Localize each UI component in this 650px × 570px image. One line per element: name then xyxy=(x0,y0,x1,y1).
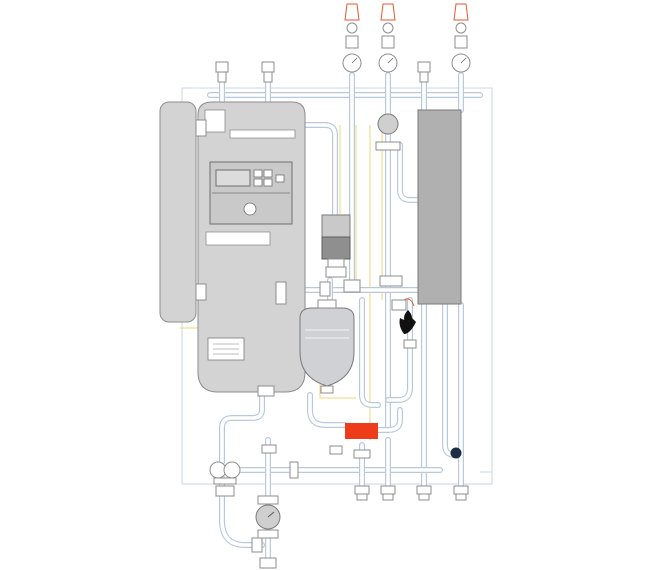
ball-valve-icon xyxy=(261,61,275,83)
pipe-fittings xyxy=(195,119,417,569)
ball-valve-icon xyxy=(215,61,229,83)
controller-button xyxy=(275,174,285,183)
bottom-left-valves xyxy=(209,461,241,497)
connector xyxy=(354,485,370,501)
connector xyxy=(380,485,396,501)
pump-motor xyxy=(321,214,351,278)
pressure-gauges xyxy=(255,53,471,530)
controller-panel xyxy=(209,161,293,225)
expansion-vessel xyxy=(159,101,197,323)
controller-button xyxy=(253,178,263,187)
controller-knob xyxy=(243,202,257,216)
plate-heat-exchanger xyxy=(417,109,462,305)
pressure-gauge-icon xyxy=(342,53,362,73)
safety-valve-icon xyxy=(380,3,396,49)
buffer-vessel xyxy=(299,299,355,394)
ball-valve-icon xyxy=(417,61,431,83)
butterfly-valve-icon xyxy=(399,298,416,334)
controller-button xyxy=(263,178,273,187)
drain-valve-icon xyxy=(450,447,462,459)
tank-notch xyxy=(205,231,271,361)
controller-display xyxy=(215,169,251,187)
pressure-gauge-icon xyxy=(378,53,398,73)
connector xyxy=(416,485,432,501)
pressure-gauge-icon xyxy=(451,53,471,73)
top-ball-valves xyxy=(215,61,431,83)
controller-button xyxy=(263,169,273,178)
circulation-pump-icon xyxy=(375,113,401,151)
connector xyxy=(453,485,469,501)
pressure-gauge-icon xyxy=(255,504,281,530)
heating-element-icon xyxy=(345,423,378,439)
safety-valve-icon xyxy=(344,3,360,49)
safety-valves xyxy=(344,3,469,49)
controller-button xyxy=(253,169,263,178)
bottom-connectors xyxy=(354,485,469,501)
safety-valve-icon xyxy=(453,3,469,49)
